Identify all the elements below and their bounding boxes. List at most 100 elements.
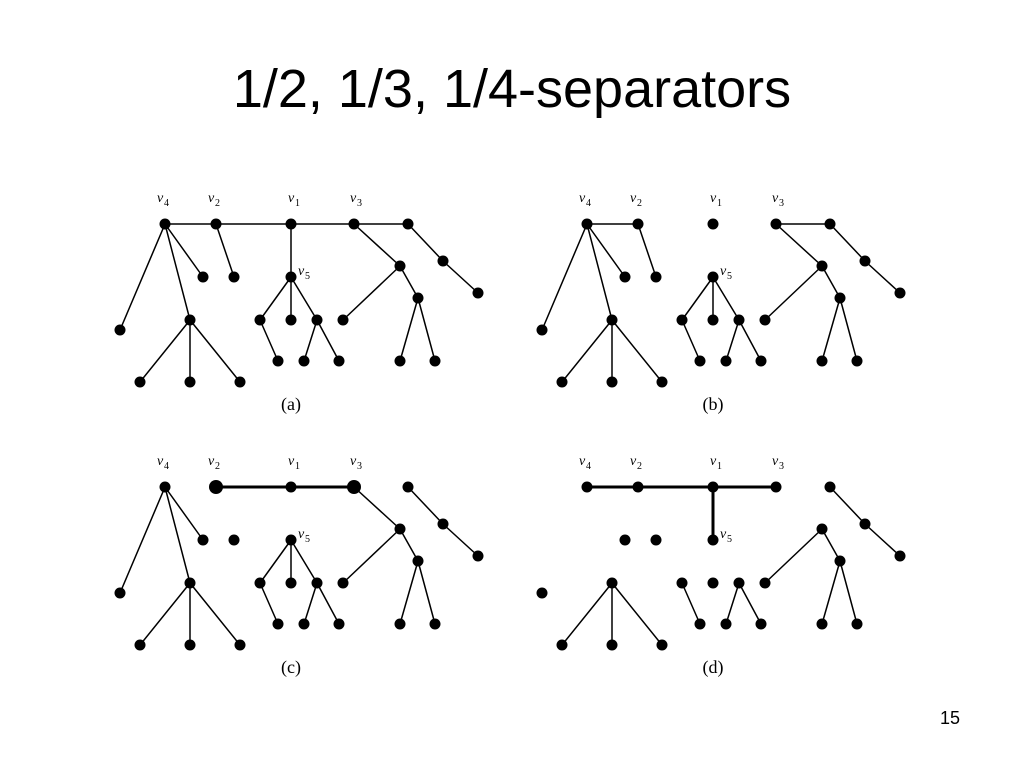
vertex-subscript-v5: 5 [305, 534, 310, 545]
edge [681, 276, 714, 321]
node-b1 [134, 639, 146, 651]
node-v5 [285, 271, 297, 283]
node-c1 [254, 314, 266, 326]
node-l2 [619, 271, 631, 283]
edge [353, 223, 401, 267]
vertex-label-v2: v [208, 191, 215, 206]
vertex-label-v1: v [288, 191, 295, 206]
page-number: 15 [940, 708, 961, 728]
edge [541, 223, 588, 331]
node-v5 [707, 271, 719, 283]
node-m1 [184, 314, 196, 326]
node-d3 [333, 618, 345, 630]
node-f2 [851, 355, 863, 367]
node-m1 [184, 577, 196, 589]
vertex-label-v4: v [579, 454, 586, 469]
edge [864, 260, 901, 294]
panel-label-d: (d) [703, 657, 724, 678]
edge [139, 319, 191, 383]
node-b3 [234, 639, 246, 651]
node-f1 [394, 355, 406, 367]
node-l3 [228, 271, 240, 283]
node-e3 [834, 292, 846, 304]
node-r1 [402, 218, 414, 230]
edge [189, 319, 241, 383]
edge [725, 319, 740, 362]
node-g1 [437, 255, 449, 267]
edge [442, 260, 479, 294]
edge [303, 582, 318, 625]
node-e1 [816, 523, 828, 535]
edge [821, 528, 841, 562]
node-c3 [311, 577, 323, 589]
node-e3 [412, 555, 424, 567]
node-f1 [394, 618, 406, 630]
node-v4 [581, 481, 593, 493]
node-c2 [285, 577, 297, 589]
vertex-subscript-v2: 2 [637, 461, 642, 472]
node-e2 [759, 314, 771, 326]
node-e3 [834, 555, 846, 567]
vertex-label-v2: v [630, 454, 637, 469]
edge [417, 560, 436, 625]
vertex-label-v2: v [630, 191, 637, 206]
edge [290, 539, 318, 584]
edge [164, 223, 204, 278]
node-c3 [311, 314, 323, 326]
vertex-label-v3: v [350, 454, 357, 469]
edge [586, 223, 613, 321]
node-d1 [694, 355, 706, 367]
edge [407, 223, 444, 262]
edge [586, 223, 626, 278]
vertex-subscript-v3: 3 [357, 461, 362, 472]
vertex-subscript-v4: 4 [164, 198, 169, 209]
node-b3 [656, 639, 668, 651]
edge [342, 528, 401, 584]
node-v5 [707, 534, 719, 546]
edge [407, 486, 444, 525]
vertex-label-v5: v [298, 264, 305, 279]
node-v2 [209, 480, 223, 494]
edge [561, 319, 613, 383]
node-v1 [285, 218, 297, 230]
edge [259, 276, 292, 321]
panel-label-a: (a) [281, 394, 301, 415]
vertex-subscript-v3: 3 [357, 198, 362, 209]
node-v4 [159, 481, 171, 493]
node-e3 [412, 292, 424, 304]
node-b2 [606, 376, 618, 388]
vertex-subscript-v3: 3 [779, 198, 784, 209]
node-g1 [437, 518, 449, 530]
node-l3 [650, 271, 662, 283]
node-f2 [851, 618, 863, 630]
vertex-subscript-v5: 5 [727, 271, 732, 282]
node-r1 [824, 218, 836, 230]
edge [119, 223, 166, 331]
node-l2 [619, 534, 631, 546]
vertex-label-v3: v [350, 191, 357, 206]
vertex-subscript-v2: 2 [637, 198, 642, 209]
node-l3 [228, 534, 240, 546]
vertex-subscript-v2: 2 [215, 461, 220, 472]
vertex-subscript-v4: 4 [164, 461, 169, 472]
node-r1 [824, 481, 836, 493]
vertex-subscript-v5: 5 [305, 271, 310, 282]
node-r1 [402, 481, 414, 493]
node-l3 [650, 534, 662, 546]
node-e2 [337, 314, 349, 326]
node-b2 [606, 639, 618, 651]
node-g2 [472, 550, 484, 562]
edge [164, 486, 204, 541]
vertex-subscript-v1: 1 [295, 198, 300, 209]
edge [164, 223, 191, 321]
panel-label-b: (b) [703, 394, 724, 415]
node-v5 [285, 534, 297, 546]
node-f1 [816, 355, 828, 367]
edge [303, 319, 318, 362]
vertex-subscript-v1: 1 [717, 461, 722, 472]
edge [259, 319, 279, 362]
node-d2 [720, 355, 732, 367]
vertex-label-v2: v [208, 454, 215, 469]
node-d1 [272, 618, 284, 630]
